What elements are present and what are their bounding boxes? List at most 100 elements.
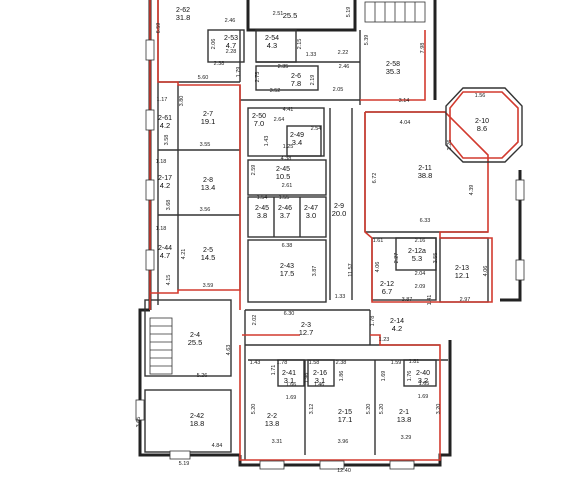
room-area: 14.5 [201,253,216,262]
dimension-label: 4.06 [375,262,381,273]
room-number: 2-49 [290,132,304,139]
room-area: 18.8 [190,419,205,428]
dimension-label: 1.65 [419,381,430,387]
room-area: 3.7 [280,211,290,220]
room-number: 2-50 [252,113,266,120]
dimension-label: 5.26 [197,373,208,379]
dimension-label: 5.20 [379,404,385,415]
dimension-label: 1.96 [304,373,310,384]
dimension-label: 3.26 [447,140,453,151]
room-area: 19.1 [201,117,216,126]
room-area: 3.4 [292,138,302,147]
dimension-label: 1.86 [339,371,345,382]
room-number: 2-58 [386,61,400,68]
dimension-label: 3.20 [436,404,442,415]
dimension-label: 1.33 [306,52,317,58]
dimension-label: 6.72 [372,173,378,184]
dimension-label: 3.68 [166,200,172,211]
dimension-label: 1.69 [418,394,429,400]
room-area: 13.8 [397,415,412,424]
dimension-label: 2.64 [274,117,285,123]
dimension-label: 4.04 [400,120,411,126]
room-number: 2-5 [203,247,213,254]
room-number: 2-14 [390,318,404,325]
dimension-label: 2.61 [282,183,293,189]
dimension-label: 11.57 [348,263,354,276]
dimension-label: 1.18 [156,226,167,232]
dimension-label: 2.15 [297,39,303,50]
room-area: 4.2 [392,324,402,333]
dimension-label: 3.12 [309,404,315,415]
dimension-label: 1.33 [335,294,346,300]
dimension-label: 1.66 [286,382,297,388]
room-number: 2-47 [304,205,318,212]
dimension-label: 1.79 [236,67,242,78]
dimension-label: 3.58 [164,135,170,146]
dimension-label: 6.30 [284,311,295,317]
dimension-label: 5.19 [346,7,352,18]
room-area: 31.8 [176,13,191,22]
dimension-label: 1.17 [157,97,168,103]
dimension-label: 6.59 [156,23,162,34]
room-area: 12.7 [299,328,314,337]
room-area: 6.7 [382,287,392,296]
room-area: 7.0 [254,119,264,128]
room-number: 2-46 [278,205,292,212]
dimension-label: 2.28 [226,49,237,55]
dimension-label: 4.06 [483,266,489,277]
dimension-label: 6.33 [420,218,431,224]
dimension-label: 7.98 [420,43,426,54]
room-area: 38.8 [418,171,433,180]
room-number: 2-13 [455,265,469,272]
dimension-label: 1.46 [314,382,325,388]
dimension-label: 1.43 [250,360,261,366]
room-number: 2-61 [158,115,172,122]
dimension-label: 1.18 [156,159,167,165]
room-number: 2-53 [224,35,238,42]
room-area: 20.0 [332,209,347,218]
windows [135,39,525,470]
room-number: 2-9 [334,203,344,210]
room-area: 25.5 [283,11,298,20]
room-area: 3.1 [284,376,294,385]
room-number: 2-12 [380,281,394,288]
room-area: 25.5 [188,338,203,347]
dimension-label: 2.22 [338,50,349,56]
room-number: 2-40 [416,370,430,377]
room-area: 17.5 [280,269,295,278]
room-number: 2-54 [265,35,279,42]
dimension-label: 1.59 [391,360,402,366]
room-number: 2-42 [190,413,204,420]
room-number: 2-41 [282,370,296,377]
dimension-label: 1.56 [475,93,486,99]
room-number: 2-10 [475,118,489,125]
dimension-label: 1.61 [373,238,384,244]
dimension-label: 1.81 [409,359,420,365]
dimension-label: 2.75 [255,72,261,83]
dimension-label: 3.29 [401,435,412,441]
room-area: 12.1 [455,271,470,280]
dimension-label: 1.58 [309,360,320,366]
red-boundaries [149,0,493,461]
dimension-label: 5.20 [251,404,257,415]
dimension-label: 3.65 [136,417,142,428]
dimension-label: 4.15 [166,275,172,286]
dimension-label: 2.97 [460,297,471,303]
dimension-label: 1.69 [381,371,387,382]
room-area: 4.7 [226,41,236,50]
dimension-label: 2.19 [310,75,316,86]
room-area: 17.1 [338,415,353,424]
dimension-label: 2.06 [211,39,217,50]
room-number: 2-3 [301,322,311,329]
dimension-label: 2.05 [333,87,344,93]
dimension-label: 4.41 [283,107,294,113]
dimension-label: 1.78 [277,360,288,366]
dimension-label: 3.55 [200,142,211,148]
dimension-label: 3.96 [338,439,349,445]
staircase-top [364,1,426,23]
dimension-label: 2.51 [273,11,284,17]
dimension-label: 2.27 [394,253,400,264]
room-number: 2-17 [158,175,172,182]
